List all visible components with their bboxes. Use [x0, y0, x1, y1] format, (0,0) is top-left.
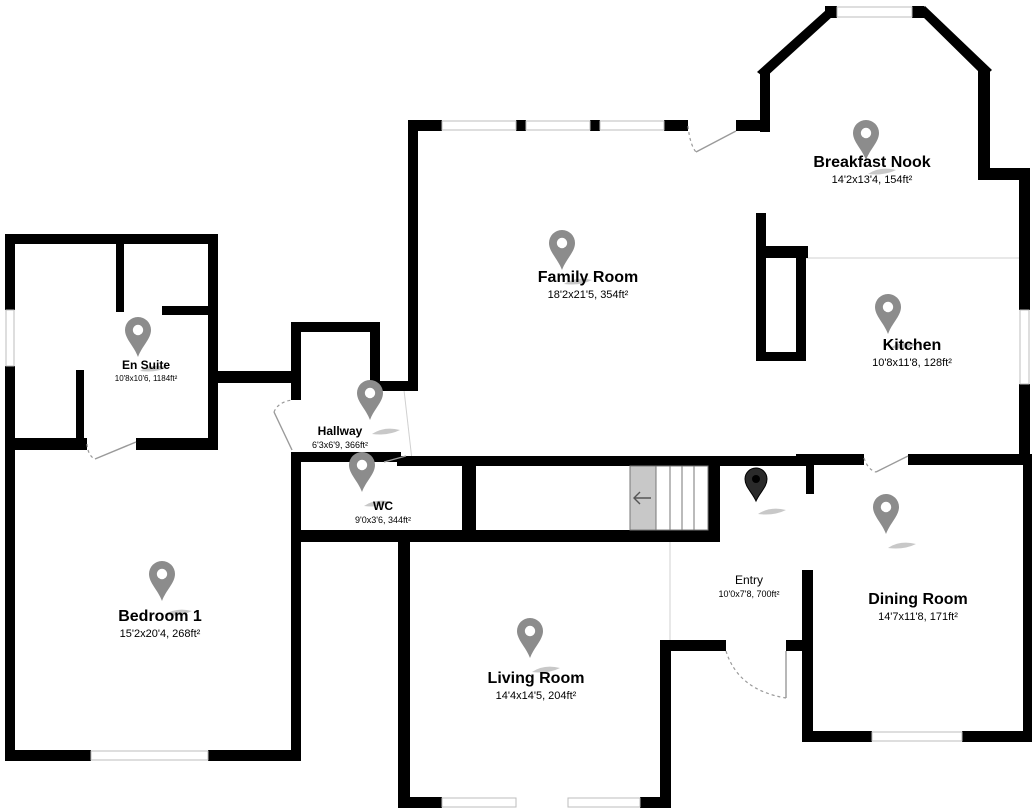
room-name: En Suite — [121, 358, 171, 372]
room-dimensions: 9'0x3'6, 344ft² — [355, 515, 411, 525]
current-location-pin-icon[interactable] — [744, 467, 786, 515]
room-name: Entry — [734, 573, 764, 587]
windows — [5, 6, 1030, 808]
room-name: Hallway — [317, 424, 363, 438]
room-name: Kitchen — [882, 337, 942, 354]
room-dimensions: 15'2x20'4, 268ft² — [119, 628, 201, 640]
room-dimensions: 14'4x14'5, 204ft² — [495, 690, 577, 702]
room-label-living-room: Living Room 14'4x14'5, 204ft² — [488, 670, 585, 702]
room-label-bedroom-1: Bedroom 1 15'2x20'4, 268ft² — [118, 608, 202, 640]
room-label-wc: WC 9'0x3'6, 344ft² — [355, 499, 411, 525]
room-name: Family Room — [537, 269, 639, 286]
room-name: Living Room — [487, 670, 585, 687]
map-pin-icon[interactable] — [873, 494, 916, 549]
room-label-kitchen: Kitchen 10'8x11'8, 128ft² — [872, 337, 952, 369]
room-name: Breakfast Nook — [813, 154, 931, 171]
arrow-left-icon — [633, 491, 651, 505]
room-dimensions: 14'2x13'4, 154ft² — [831, 174, 913, 186]
room-name: WC — [372, 499, 393, 513]
room-dimensions: 14'7x11'8, 171ft² — [878, 611, 958, 623]
room-dimensions: 10'8x10'6, 1184ft² — [114, 374, 178, 383]
room-label-family-room: Family Room 18'2x21'5, 354ft² — [538, 269, 638, 301]
room-label-hallway: Hallway 6'3x6'9, 366ft² — [312, 424, 368, 450]
room-label-en-suite: En Suite 10'8x10'6, 1184ft² — [115, 358, 178, 383]
room-label-entry: Entry 10'0x7'8, 700ft² — [719, 573, 780, 599]
doors — [86, 125, 909, 699]
room-label-dining-room: Dining Room 14'7x11'8, 171ft² — [868, 591, 968, 623]
room-dimensions: 10'8x11'8, 128ft² — [872, 357, 952, 369]
room-dimensions: 18'2x21'5, 354ft² — [547, 289, 629, 301]
room-label-breakfast-nook: Breakfast Nook 14'2x13'4, 154ft² — [813, 154, 930, 186]
room-dimensions: 10'0x7'8, 700ft² — [718, 589, 780, 599]
walls — [5, 6, 1032, 808]
room-dimensions: 6'3x6'9, 366ft² — [312, 440, 368, 450]
room-name: Bedroom 1 — [118, 608, 202, 625]
map-pin-icon[interactable] — [517, 618, 560, 673]
room-name: Dining Room — [868, 591, 968, 608]
